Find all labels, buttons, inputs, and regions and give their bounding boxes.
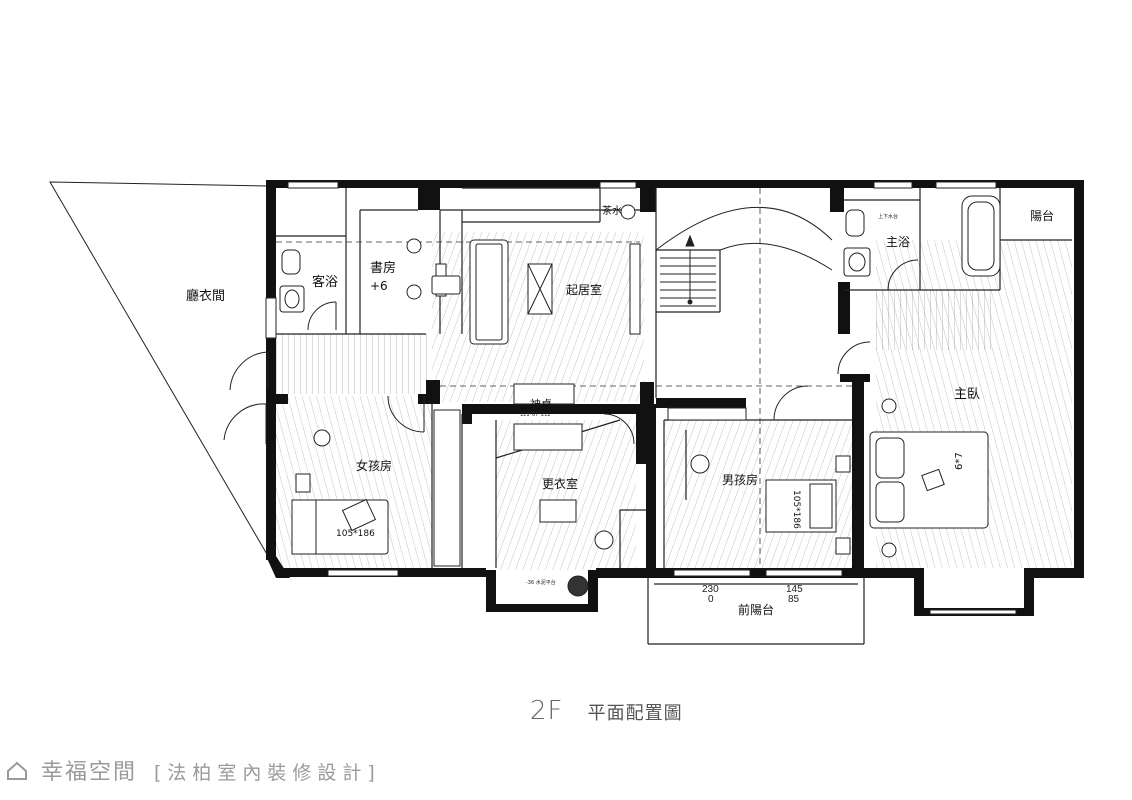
room-label-study-bed: +6: [370, 279, 388, 293]
room-label-boy: 男孩房: [722, 472, 758, 487]
bed-size-girl: 105*186: [336, 529, 375, 539]
room-label-guest-bath: 客浴: [312, 274, 338, 290]
hall-floor: [876, 290, 996, 350]
dim-left-top: 230: [702, 584, 719, 595]
doors: [223, 259, 919, 445]
watermark-brand: 幸福空間: [41, 760, 138, 785]
room-label-study: 書房: [370, 260, 396, 276]
room-label-altar: 神桌: [530, 397, 552, 411]
dim-right-bottom: 85: [788, 594, 800, 605]
dim-right-top: 145: [786, 584, 803, 595]
watermark: 幸福空間 [法柏室內裝修設計]: [6, 754, 381, 786]
staircase: [655, 206, 833, 307]
corridor-floor: [276, 334, 432, 394]
watermark-designer: [法柏室內裝修設計]: [154, 762, 381, 784]
room-label-master-bed: 主臥: [954, 387, 980, 402]
room-label-master-bath: 主浴: [886, 235, 910, 249]
bed-size-boy: 105*186: [791, 490, 801, 529]
house-logo-icon: [7, 761, 27, 780]
plan-title: 平面配置圖: [587, 703, 683, 724]
windows: [265, 181, 1017, 615]
partitions: [276, 187, 1072, 645]
room-label-altar-note: 121*67*212: [520, 412, 550, 418]
dim-left-bottom: 0: [708, 594, 714, 605]
floor-level: 2F: [530, 696, 564, 726]
room-label-tea: 茶水: [602, 204, 622, 217]
room-label-balcony: 陽台: [1030, 208, 1054, 223]
closet-triangle-outline: [49, 181, 269, 558]
room-label-sink-note: 上下水台: [878, 213, 898, 220]
furniture: [279, 195, 1001, 597]
plan-caption: 2F 平面配置圖: [530, 696, 683, 726]
room-label-dressing: 更衣室: [542, 476, 578, 491]
bed-size-master: 6*7: [954, 452, 965, 470]
room-label-closet: 廳衣間: [186, 288, 225, 304]
living-floor: [432, 232, 644, 402]
room-label-girl: 女孩房: [356, 458, 392, 473]
room-label-living: 起居室: [566, 282, 602, 297]
room-label-planter: -36 水泥平台: [526, 579, 556, 586]
room-label-front-balcony: 前陽台: [738, 602, 774, 617]
